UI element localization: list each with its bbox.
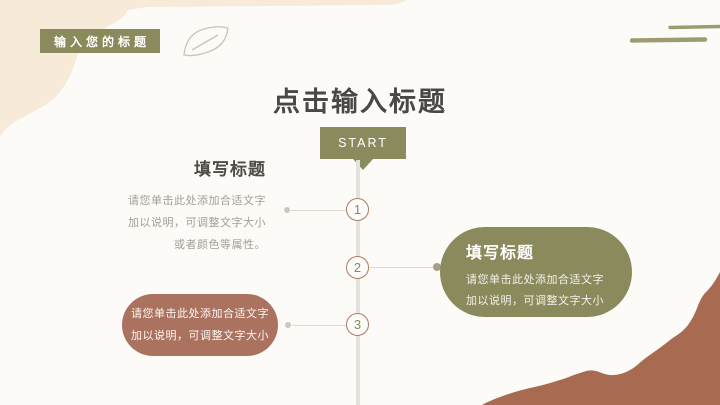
timeline-node-1: 1 bbox=[346, 198, 369, 221]
start-flag-label: START bbox=[338, 136, 388, 150]
step-3-body-line-1: 请您单击此处添加合适文字 bbox=[131, 308, 269, 320]
leaf-icon bbox=[183, 26, 229, 57]
step-2-number: 2 bbox=[353, 260, 362, 275]
timeline-node-3: 3 bbox=[346, 313, 369, 336]
step-1-body-line-2: 加以说明，可调整文字大小 bbox=[128, 217, 266, 229]
terracotta-corner-blob bbox=[482, 272, 720, 405]
step-1-body-line-3: 或者颜色等属性。 bbox=[174, 239, 266, 251]
step-2-heading: 填写标题 bbox=[466, 245, 535, 262]
slide-title[interactable]: 点击输入标题 bbox=[273, 87, 447, 117]
step-3-number: 3 bbox=[353, 317, 362, 332]
timeline-line bbox=[356, 160, 360, 405]
step-1-connector-dot bbox=[284, 207, 290, 213]
step-3-card[interactable]: 请您单击此处添加合适文字 加以说明，可调整文字大小 bbox=[122, 294, 278, 356]
step-1-connector-line bbox=[291, 210, 347, 211]
step-3-connector-dot bbox=[285, 322, 291, 328]
step-1-heading: 填写标题 bbox=[194, 160, 266, 179]
peach-corner-blob bbox=[0, 0, 407, 140]
timeline-node-2: 2 bbox=[346, 256, 369, 279]
step-1-text-block[interactable]: 填写标题 请您单击此处添加合适文字 加以说明，可调整文字大小 或者颜色等属性。 bbox=[86, 155, 266, 256]
step-2-connector-dot bbox=[433, 263, 441, 271]
step-3-connector-line bbox=[292, 325, 347, 326]
step-2-connector-line bbox=[370, 267, 436, 268]
header-title-label: 输入您的标题 bbox=[53, 34, 150, 49]
start-flag: START bbox=[320, 127, 406, 159]
step-2-body-line-1: 请您单击此处添加合适文字 bbox=[466, 274, 604, 286]
step-2-body-line-2: 加以说明，可调整文字大小 bbox=[466, 295, 604, 307]
step-3-body-line-2: 加以说明，可调整文字大小 bbox=[131, 330, 269, 342]
brush-stroke-decoration bbox=[629, 24, 720, 43]
header-title-ribbon[interactable]: 输入您的标题 bbox=[40, 29, 160, 53]
step-1-body-line-1: 请您单击此处添加合适文字 bbox=[128, 195, 266, 207]
step-2-card[interactable]: 填写标题 请您单击此处添加合适文字 加以说明，可调整文字大小 bbox=[440, 227, 632, 317]
step-1-number: 1 bbox=[353, 202, 362, 217]
